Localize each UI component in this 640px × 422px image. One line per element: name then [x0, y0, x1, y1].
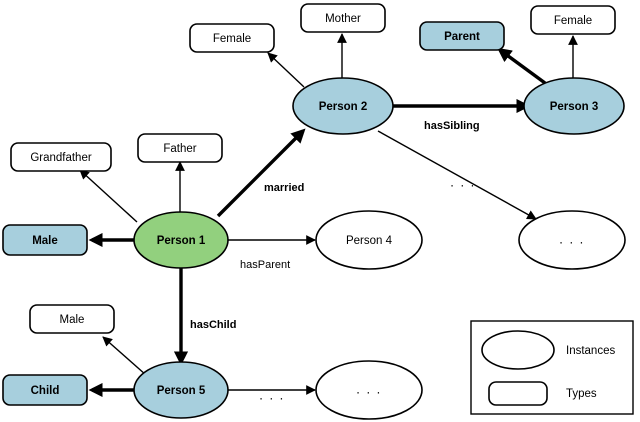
instance-label-ellipsis-bottom: . . . — [356, 381, 382, 396]
type-node-parent[interactable]: Parent — [419, 21, 505, 51]
type-label-mother: Mother — [325, 13, 361, 25]
edge-person1-grandfather — [79, 169, 138, 223]
edge-person3-parent — [497, 47, 547, 85]
instance-label-ellipsis-right: . . . — [559, 231, 585, 246]
instance-label-person2: Person 2 — [319, 101, 368, 113]
type-node-female-right[interactable]: Female — [530, 5, 616, 35]
type-label-male-plain: Male — [60, 314, 85, 326]
type-label-male-highlight: Male — [32, 235, 58, 247]
edge-label-dots-mid: . . . — [450, 174, 476, 189]
legend-label-instances: Instances — [566, 345, 615, 357]
legend-label-types: Types — [566, 388, 597, 400]
instance-label-person1: Person 1 — [157, 235, 206, 247]
type-node-grandfather[interactable]: Grandfather — [10, 142, 112, 172]
type-label-female-left: Female — [213, 33, 251, 45]
instance-node-person5[interactable]: Person 5 — [133, 361, 229, 419]
edge-label-married: married — [264, 182, 304, 194]
type-node-male-highlight[interactable]: Male — [2, 224, 88, 256]
type-label-child: Child — [31, 385, 60, 397]
edge-label-hasparent: hasParent — [240, 259, 290, 271]
instance-node-ellipsis-right[interactable]: . . . — [518, 210, 626, 270]
type-node-father[interactable]: Father — [137, 133, 223, 163]
type-node-child[interactable]: Child — [2, 374, 88, 406]
instance-label-person5: Person 5 — [157, 385, 206, 397]
edge-label-hassibling: hasSibling — [424, 120, 480, 132]
edge-person5-male — [102, 336, 147, 376]
instance-node-ellipsis-bottom[interactable]: . . . — [315, 360, 423, 420]
edge-label-dots-bottom: . . . — [259, 387, 285, 402]
edge-label-haschild: hasChild — [190, 319, 236, 331]
type-node-male-plain[interactable]: Male — [29, 304, 115, 334]
type-node-female-left[interactable]: Female — [189, 23, 275, 53]
type-label-father: Father — [163, 143, 196, 155]
instance-label-person4: Person 4 — [346, 235, 393, 247]
type-label-parent: Parent — [444, 31, 480, 43]
edge-person1-person2-married — [216, 128, 306, 218]
edge-person2-female-left — [267, 52, 305, 88]
instance-node-person2[interactable]: Person 2 — [292, 77, 394, 135]
edge-person2-ellipsis — [377, 130, 537, 220]
type-label-female-right: Female — [554, 15, 592, 27]
type-node-mother[interactable]: Mother — [300, 3, 386, 33]
legend: Instances Types — [470, 320, 634, 415]
legend-item-types: Types — [488, 381, 597, 406]
instance-label-person3: Person 3 — [550, 101, 599, 113]
type-label-grandfather: Grandfather — [30, 152, 92, 164]
instance-node-person3[interactable]: Person 3 — [523, 77, 625, 135]
instance-node-person1[interactable]: Person 1 — [133, 211, 229, 269]
legend-item-instances: Instances — [481, 330, 615, 370]
instance-node-person4[interactable]: Person 4 — [315, 210, 423, 270]
